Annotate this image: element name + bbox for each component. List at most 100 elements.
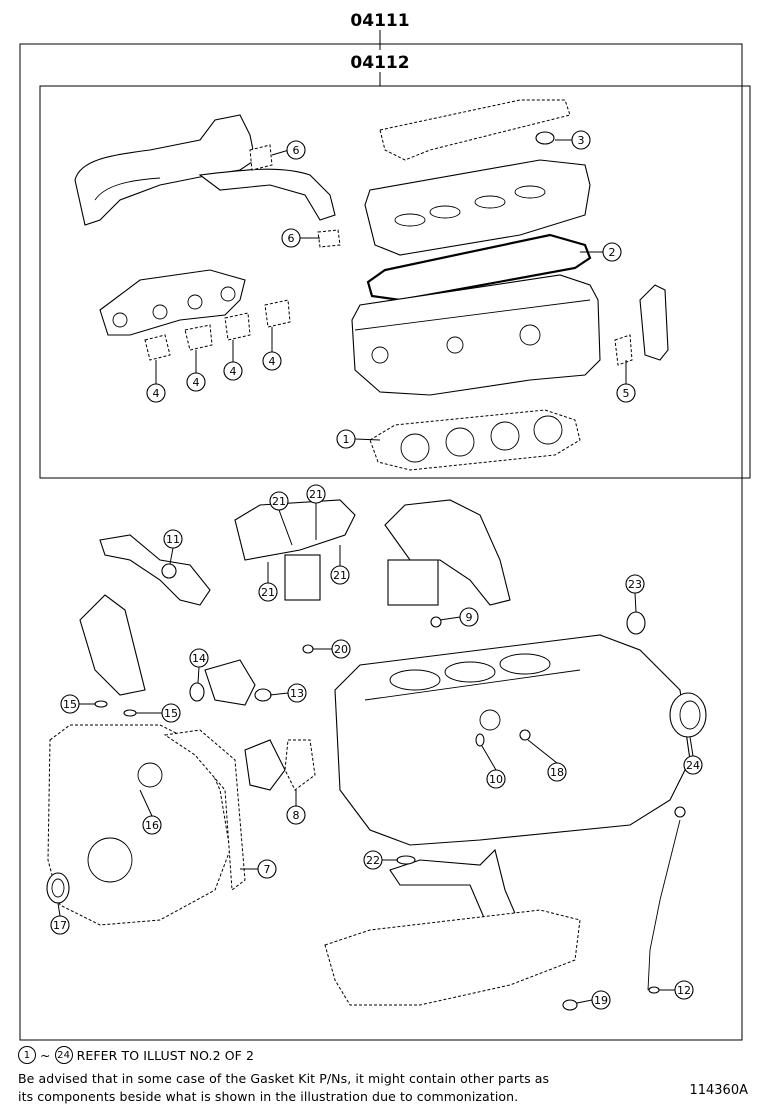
callout-23: 23 bbox=[625, 574, 645, 613]
inner-kit-frame bbox=[39, 85, 751, 479]
callout-6-b: 6 bbox=[281, 228, 320, 248]
egr-valve-art bbox=[614, 284, 669, 366]
svg-text:21: 21 bbox=[333, 569, 347, 582]
svg-text:4: 4 bbox=[230, 365, 237, 378]
svg-text:23: 23 bbox=[628, 578, 642, 591]
outer-kit-part-number: 04111 bbox=[350, 11, 409, 31]
svg-text:4: 4 bbox=[269, 355, 276, 368]
callout-4-a: 4 bbox=[146, 360, 166, 403]
svg-text:21: 21 bbox=[272, 495, 286, 508]
valve-cover-gasket-art bbox=[379, 99, 571, 161]
callout-21-c: 21 bbox=[258, 562, 278, 602]
svg-text:19: 19 bbox=[594, 994, 608, 1007]
water-outlet-art bbox=[79, 594, 146, 696]
callout-7: 7 bbox=[240, 859, 277, 879]
svg-text:4: 4 bbox=[193, 376, 200, 389]
svg-text:8: 8 bbox=[293, 809, 300, 822]
exhaust-manifold-art bbox=[99, 269, 246, 336]
inner-kit-part-number: 04112 bbox=[350, 53, 409, 73]
callout-3: 3 bbox=[555, 130, 591, 150]
svg-text:15: 15 bbox=[63, 698, 77, 711]
callout-13: 13 bbox=[269, 683, 307, 703]
injector-art bbox=[234, 499, 356, 601]
advisory-note-line-2: its components beside what is shown in t… bbox=[18, 1089, 519, 1104]
reference-note: 1 ~ 24 REFER TO ILLUST NO.2 OF 2 bbox=[18, 1046, 254, 1064]
svg-text:7: 7 bbox=[264, 863, 271, 876]
svg-text:22: 22 bbox=[366, 854, 380, 867]
svg-text:10: 10 bbox=[489, 773, 503, 786]
callout-19: 19 bbox=[576, 990, 611, 1010]
advisory-note-line-1: Be advised that in some case of the Gask… bbox=[18, 1071, 550, 1086]
svg-text:6: 6 bbox=[293, 144, 300, 157]
cylinder-head-art bbox=[351, 274, 601, 396]
callout-5: 5 bbox=[616, 360, 636, 403]
oil-pan-art bbox=[324, 909, 581, 1006]
svg-text:21: 21 bbox=[309, 488, 323, 501]
ref-text: REFER TO ILLUST NO.2 OF 2 bbox=[76, 1047, 255, 1063]
svg-text:14: 14 bbox=[192, 652, 206, 665]
illustration-number: 114360A bbox=[689, 1083, 748, 1098]
svg-text:12: 12 bbox=[677, 984, 691, 997]
svg-text:1: 1 bbox=[343, 433, 350, 446]
timing-gasket-art bbox=[163, 729, 246, 891]
callout-21-a: 21 bbox=[269, 491, 293, 546]
svg-text:18: 18 bbox=[550, 766, 564, 779]
exhaust-port-gaskets-art bbox=[144, 299, 291, 361]
callout-1: 1 bbox=[336, 429, 381, 449]
svg-text:21: 21 bbox=[261, 586, 275, 599]
intake-pipe-art bbox=[74, 114, 336, 226]
callout-4-c: 4 bbox=[223, 340, 243, 381]
svg-text:17: 17 bbox=[53, 919, 67, 932]
callout-18: 18 bbox=[527, 739, 567, 782]
callout-4-d: 4 bbox=[262, 327, 282, 371]
svg-text:13: 13 bbox=[290, 687, 304, 700]
rear-oil-seal-art bbox=[46, 692, 707, 904]
valve-cover-rubber-gasket-art bbox=[366, 233, 592, 302]
callout-17: 17 bbox=[50, 902, 70, 935]
callout-8: 8 bbox=[286, 790, 306, 825]
callout-21-d: 21 bbox=[330, 545, 350, 585]
callout-2: 2 bbox=[580, 242, 622, 262]
callout-group: 1 2 3 4 4 4 4 4 5 6 6 7 8 9 10 11 12 13 … bbox=[50, 130, 703, 1010]
callout-15-b: 15 bbox=[136, 703, 181, 723]
cylinder-block-art bbox=[334, 634, 691, 846]
svg-text:11: 11 bbox=[166, 533, 180, 546]
callout-6-a: 6 bbox=[271, 140, 306, 160]
callout-14: 14 bbox=[189, 648, 209, 684]
svg-text:9: 9 bbox=[466, 611, 473, 624]
turbocharger-art bbox=[384, 499, 511, 606]
injection-pump-art bbox=[99, 534, 211, 606]
svg-text:5: 5 bbox=[623, 387, 630, 400]
callout-24: 24 bbox=[683, 736, 703, 775]
small-gaskets-top-art bbox=[249, 131, 555, 248]
callout-11: 11 bbox=[163, 529, 183, 565]
svg-text:15: 15 bbox=[164, 707, 178, 720]
svg-text:24: 24 bbox=[686, 759, 700, 772]
svg-text:2: 2 bbox=[609, 246, 616, 259]
ref-from-callout: 1 bbox=[18, 1046, 36, 1064]
cylinder-head-gasket-art bbox=[369, 409, 581, 471]
water-pump-art bbox=[244, 739, 316, 791]
oil-dipstick-art bbox=[647, 806, 686, 991]
svg-text:3: 3 bbox=[578, 134, 585, 147]
callout-15-a: 15 bbox=[60, 694, 95, 714]
svg-text:20: 20 bbox=[334, 643, 348, 656]
callout-22: 22 bbox=[363, 850, 398, 870]
small-orings-art bbox=[94, 563, 660, 1011]
outer-kit-frame bbox=[19, 43, 743, 1041]
valve-cover-art bbox=[364, 159, 591, 256]
callout-4-b: 4 bbox=[186, 350, 206, 392]
callout-9: 9 bbox=[439, 607, 479, 627]
svg-text:4: 4 bbox=[153, 387, 160, 400]
callout-12: 12 bbox=[659, 980, 694, 1000]
svg-text:6: 6 bbox=[288, 232, 295, 245]
callout-16: 16 bbox=[139, 789, 162, 835]
callout-10: 10 bbox=[481, 745, 506, 789]
ref-to-callout: 24 bbox=[54, 1046, 73, 1064]
svg-text:16: 16 bbox=[145, 819, 159, 832]
ref-tilde: ~ bbox=[40, 1047, 51, 1063]
callout-20: 20 bbox=[313, 639, 351, 659]
callout-21-b: 21 bbox=[306, 484, 326, 540]
thermostat-housing-art bbox=[189, 659, 272, 706]
